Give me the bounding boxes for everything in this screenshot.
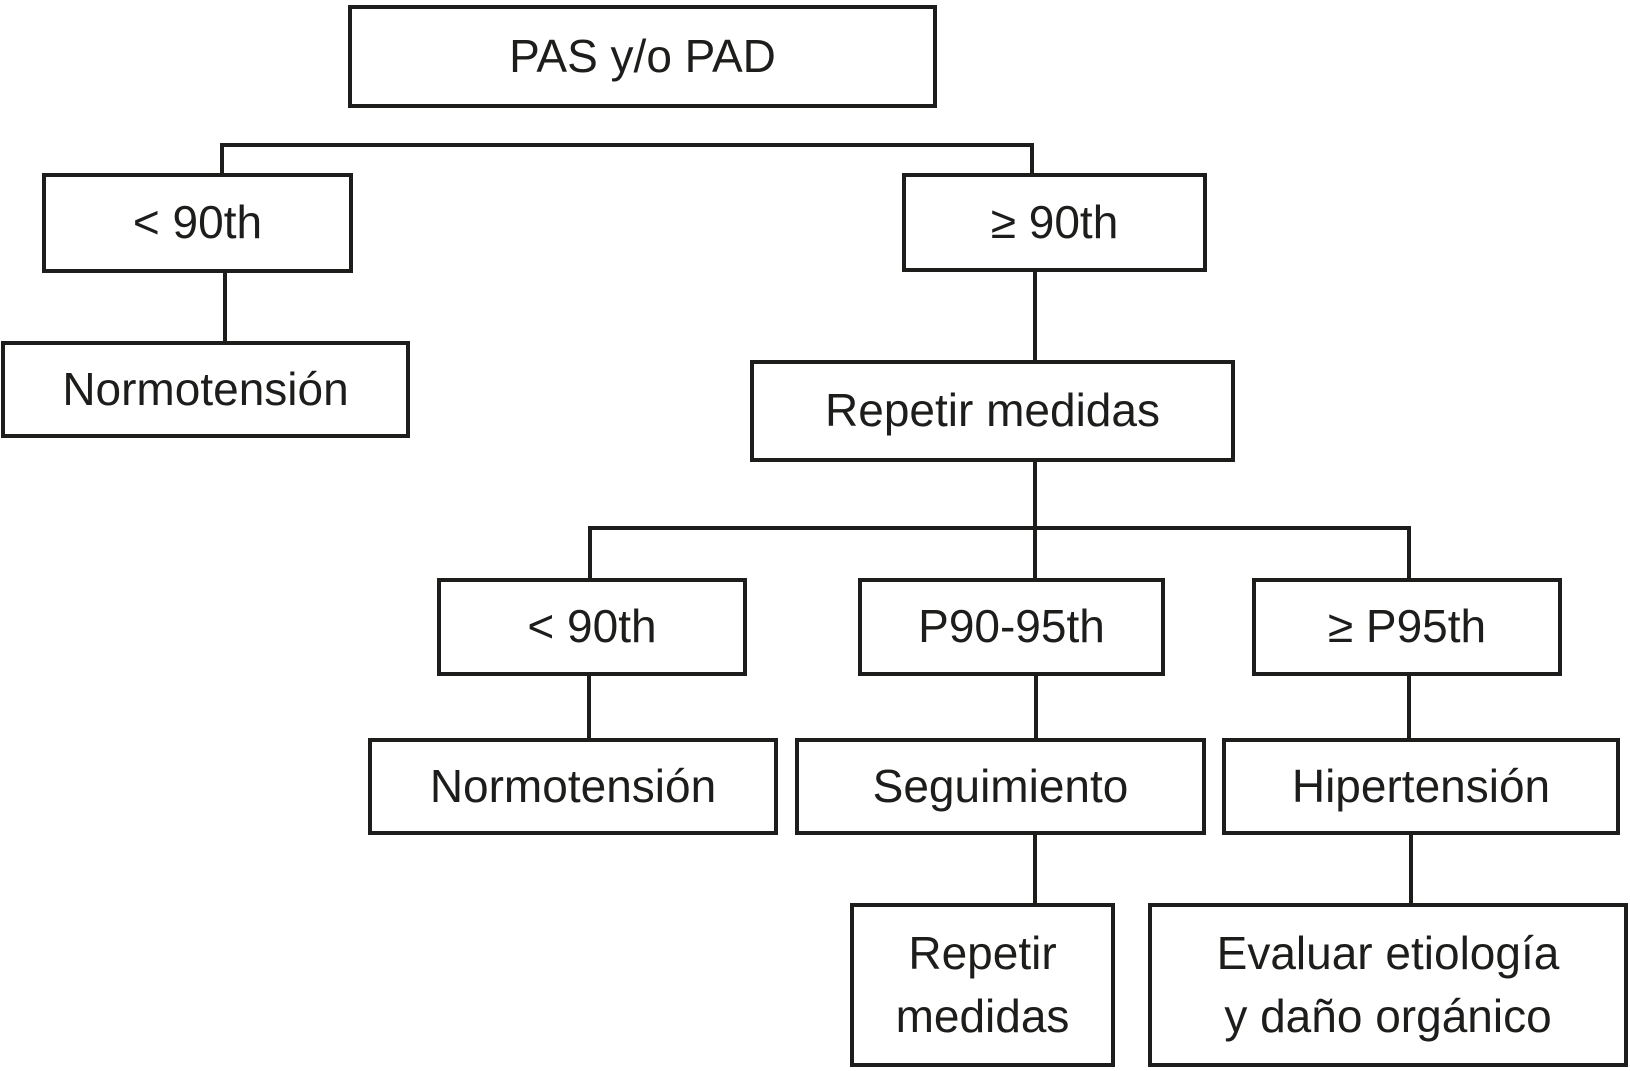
node-normotension-initial: Normotensión [1, 341, 410, 438]
node-normotension-repeat: Normotensión [368, 738, 778, 835]
node-lt90-repeat: < 90th [437, 578, 747, 676]
node-ge-p95th: ≥ P95th [1252, 578, 1562, 676]
node-seguimiento: Seguimiento [795, 738, 1206, 835]
node-repetir-medidas: Repetir medidas [750, 360, 1235, 462]
node-pas-pad: PAS y/o PAD [348, 5, 937, 108]
node-repetir-medidas-2: Repetir medidas [850, 903, 1115, 1067]
node-hipertension: Hipertensión [1222, 738, 1620, 835]
node-evaluar-etiologia: Evaluar etiología y daño orgánico [1148, 903, 1628, 1067]
node-p90-95th: P90-95th [858, 578, 1165, 676]
node-ge90-initial: ≥ 90th [902, 173, 1207, 272]
node-lt90-initial: < 90th [42, 173, 353, 273]
